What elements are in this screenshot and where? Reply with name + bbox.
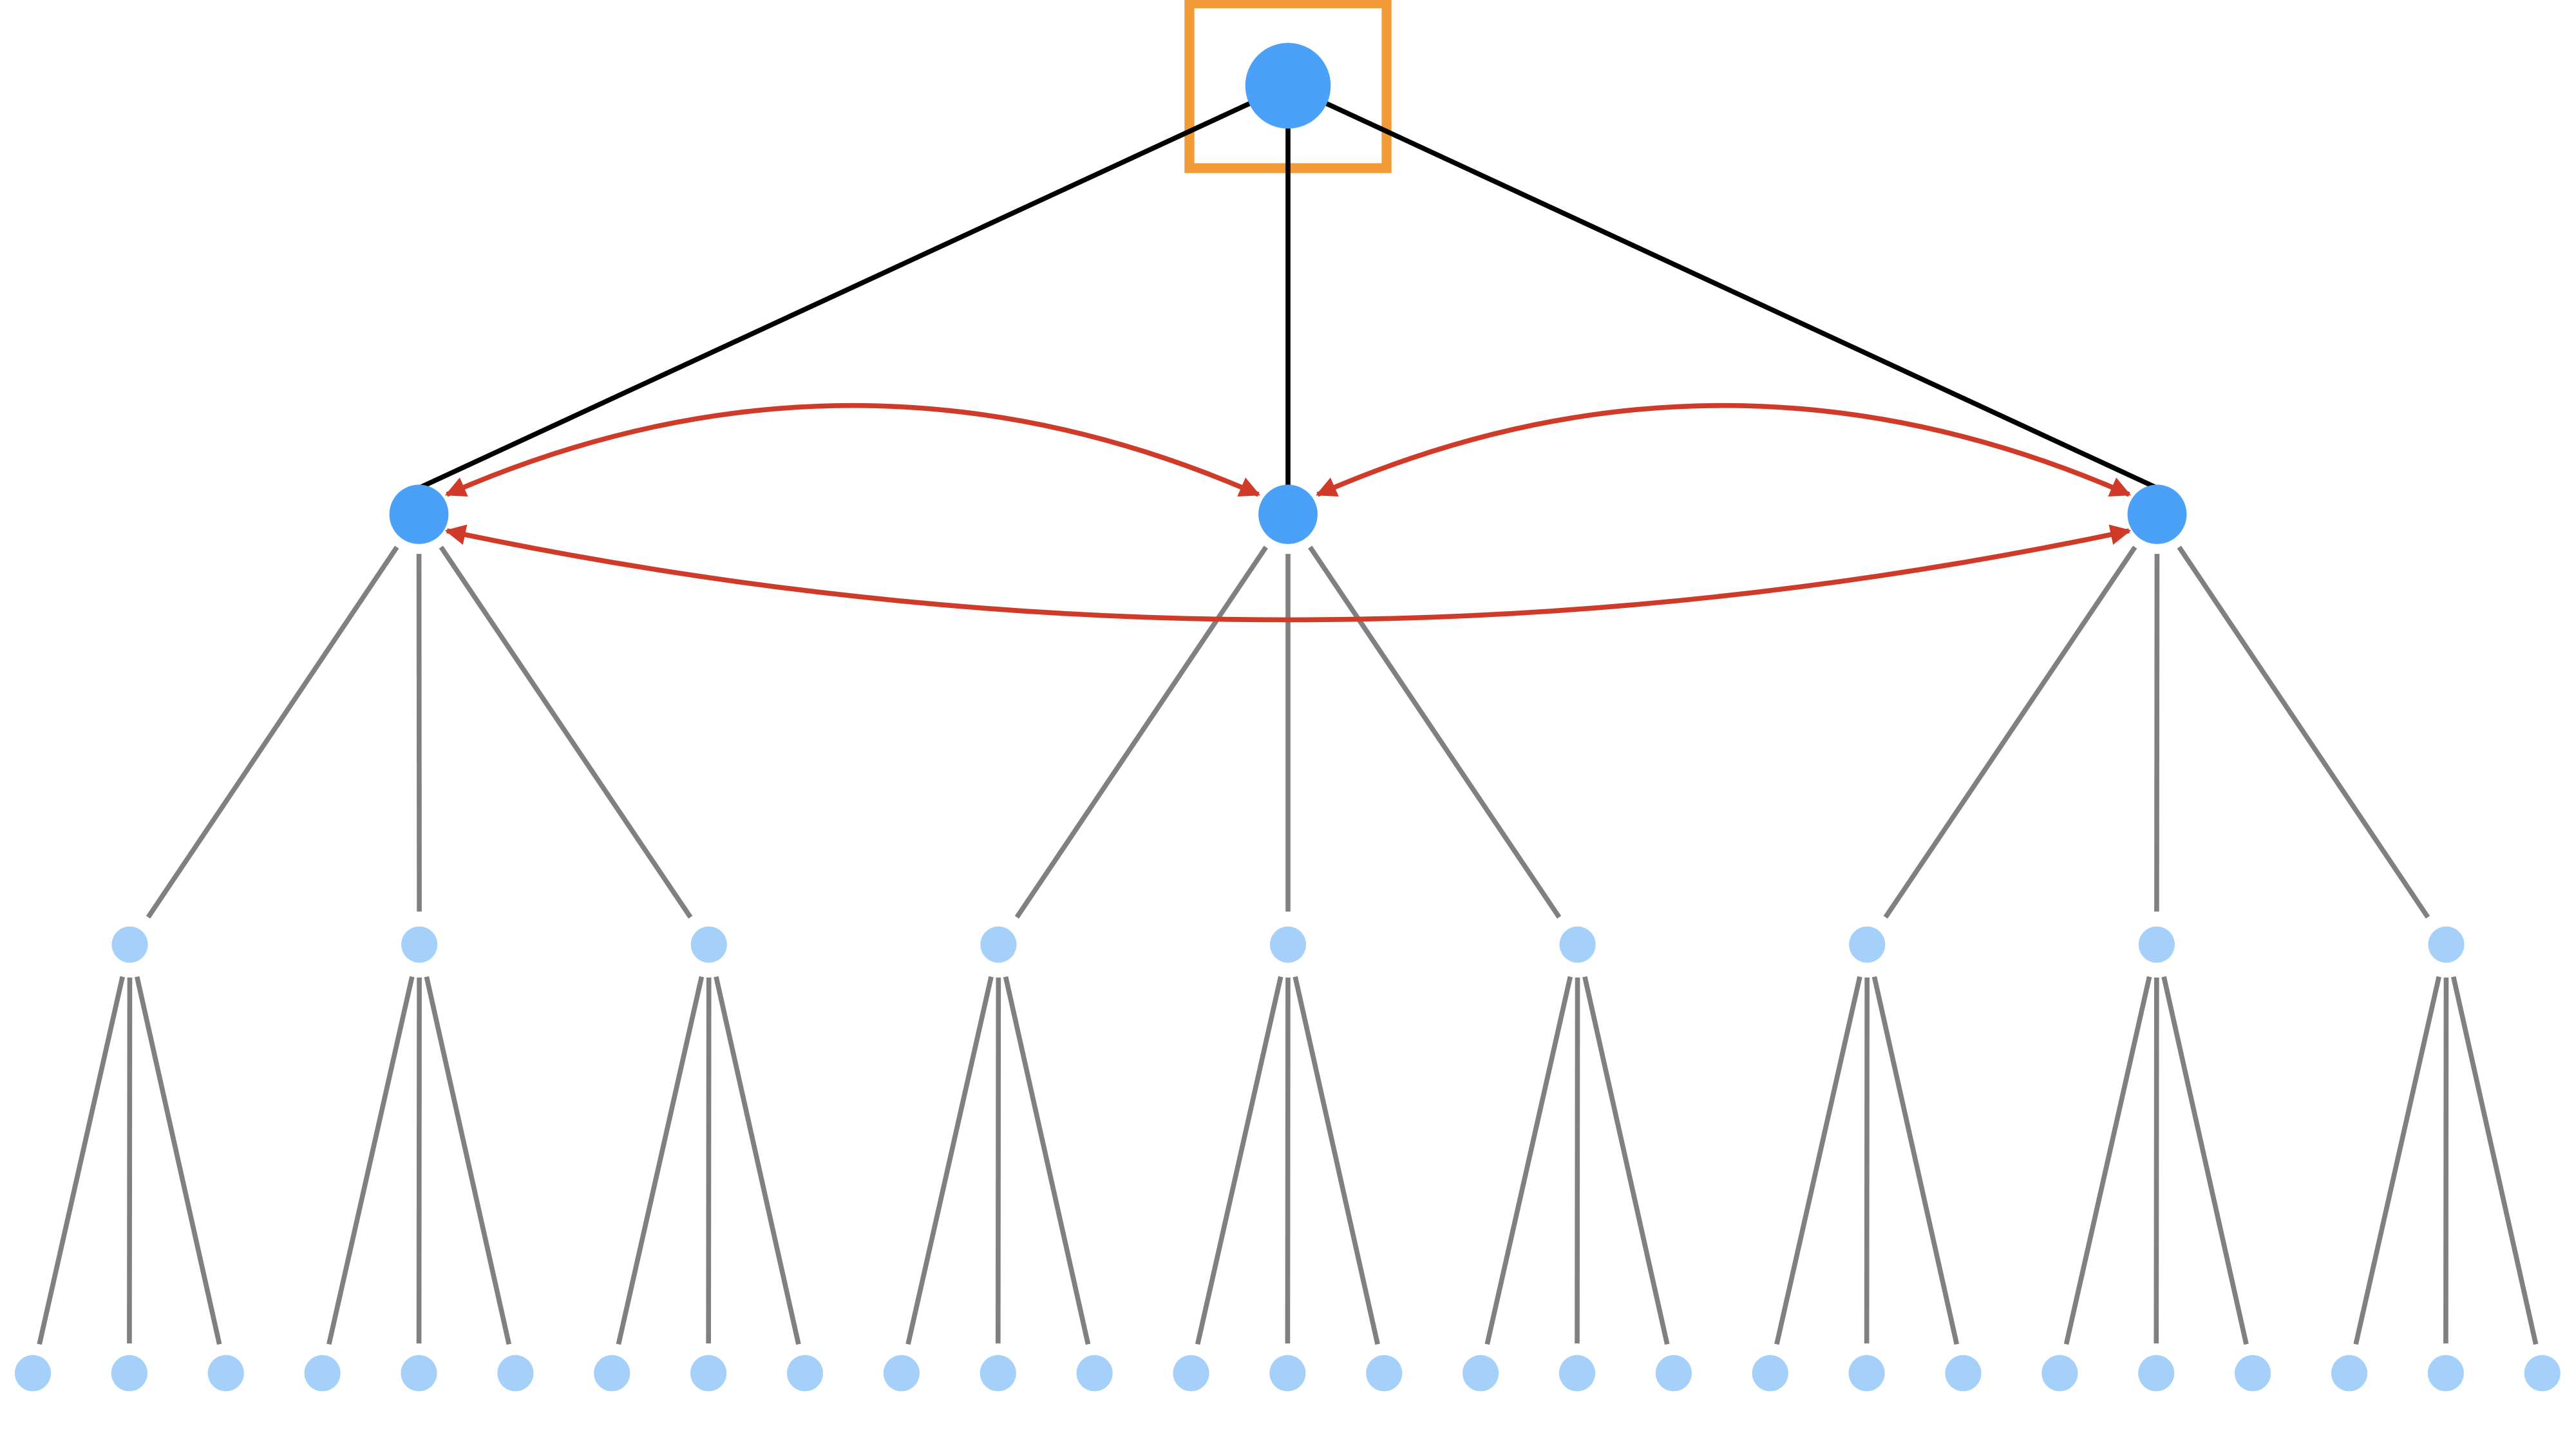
edge-l2-7-leaf-23 [2161,976,2249,1345]
leaf-node-3 [304,1355,341,1392]
leaf-node-9 [883,1355,920,1392]
edge-root-left [417,83,1289,491]
leaf-node-13 [1269,1355,1306,1392]
edge-l2-2-leaf-6 [616,976,705,1345]
leaf-node-22 [2138,1355,2175,1392]
level1-node-0 [389,484,449,544]
leaf-node-5 [497,1355,534,1392]
leaf-node-16 [1558,1355,1596,1392]
edge-l2-6-leaf-19 [1864,977,1870,1344]
level2-node-1 [401,926,438,963]
leaf-node-6 [594,1355,630,1392]
edge-l2-4-leaf-12 [1195,976,1283,1345]
edge-l2-8-leaf-24 [2353,976,2441,1345]
sibling-arrows [444,402,2132,623]
edge-l2-8-leaf-25 [2443,977,2449,1344]
level2-node-7 [2138,926,2175,963]
leaf-node-8 [786,1355,824,1392]
edge-l1-1-l2-5 [1308,545,1562,919]
leaf-node-25 [2427,1355,2464,1392]
edge-l2-8-leaf-26 [2450,976,2539,1345]
level2-node-6 [1849,926,1886,963]
leaf-node-26 [2524,1355,2561,1392]
tree-nodes [14,43,2561,1392]
edge-l2-5-leaf-17 [1582,976,1670,1345]
edge-l2-4-leaf-13 [1285,977,1291,1344]
arrow-left-right [444,524,2132,623]
edge-l2-3-leaf-10 [995,977,1001,1344]
arrow-left-middle [444,402,1261,497]
edge-l2-0-leaf-1 [127,977,133,1344]
leaf-node-2 [207,1355,244,1392]
leaf-node-15 [1463,1355,1499,1392]
edge-l1-0-l2-2 [439,545,693,919]
edge-l2-1-leaf-4 [416,977,422,1344]
level2-node-0 [111,926,148,963]
edge-root-right [1287,83,2159,491]
leaf-node-19 [1848,1355,1885,1392]
edge-l2-0-leaf-0 [37,976,125,1345]
edge-l2-5-leaf-16 [1575,977,1580,1344]
leaf-node-0 [14,1355,52,1392]
level2-node-3 [980,926,1017,963]
leaf-node-18 [1752,1355,1788,1392]
leaf-node-17 [1655,1355,1692,1392]
leaf-node-12 [1173,1355,1209,1392]
leaf-node-23 [2235,1355,2271,1392]
root-node [1245,43,1331,129]
child-edges [37,545,2539,1345]
leaf-node-21 [2041,1355,2078,1392]
level1-node-1 [1258,484,1318,544]
level2-node-4 [1269,926,1307,963]
level2-node-8 [2428,926,2465,963]
edge-l2-7-leaf-22 [2154,977,2159,1344]
edge-l1-2-l2-6 [1883,545,2137,919]
leaf-node-14 [1366,1355,1403,1392]
leaf-node-4 [401,1355,437,1392]
edge-l2-4-leaf-14 [1293,976,1380,1345]
leaf-node-24 [2331,1355,2368,1392]
edge-l2-1-leaf-3 [327,976,415,1345]
leaf-node-11 [1076,1355,1113,1392]
edge-l1-0-l2-0 [146,545,399,919]
edge-l2-3-leaf-11 [1003,976,1091,1345]
edge-l2-0-leaf-2 [134,976,222,1345]
level2-node-2 [690,926,727,963]
leaf-node-20 [1945,1355,1982,1392]
edge-l1-0-l2-1 [416,554,422,912]
edge-l2-3-leaf-9 [905,976,994,1345]
edge-l1-2-l2-8 [2177,545,2430,919]
level2-node-5 [1559,926,1596,963]
edge-l2-1-leaf-5 [424,976,512,1345]
edge-l2-2-leaf-8 [714,976,801,1345]
edge-l2-2-leaf-7 [706,977,712,1344]
edge-l2-5-leaf-15 [1484,976,1573,1345]
leaf-node-10 [980,1355,1016,1392]
arrow-middle-right [1315,402,2132,497]
leaf-node-7 [690,1355,727,1392]
edge-l1-1-l2-3 [1014,545,1268,919]
edge-l2-7-leaf-21 [2063,976,2152,1345]
root-edges [417,83,2159,491]
edge-l2-6-leaf-18 [1774,976,1862,1345]
edge-l2-6-leaf-20 [1871,976,1960,1345]
leaf-node-1 [111,1355,147,1392]
level1-node-2 [2127,484,2187,544]
